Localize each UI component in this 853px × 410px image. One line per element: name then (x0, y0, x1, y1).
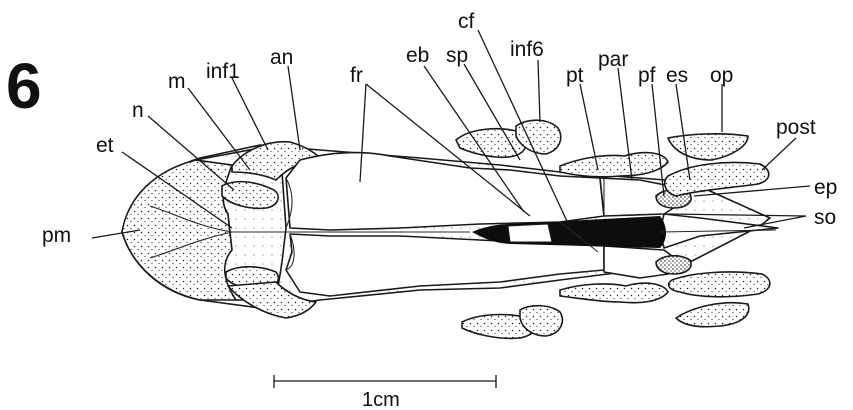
opercle-lower (676, 303, 749, 327)
label-sp: sp (446, 44, 468, 67)
label-fr: fr (350, 64, 363, 87)
label-et: et (96, 134, 114, 157)
label-an: an (270, 46, 293, 69)
label-pf: pf (638, 64, 656, 87)
label-n: n (132, 99, 144, 122)
skull (122, 120, 778, 338)
label-so: so (814, 206, 836, 229)
label-ep: ep (814, 176, 837, 199)
opercle (668, 134, 748, 160)
pterotic-lower (560, 283, 668, 303)
label-inf6: inf6 (510, 38, 544, 61)
label-inf1: inf1 (206, 60, 240, 83)
epiotic-lower (656, 256, 691, 274)
label-par: par (598, 48, 628, 71)
scale-bar-label: 1cm (362, 389, 400, 410)
pterotic (560, 153, 668, 177)
label-post: post (776, 116, 816, 139)
posttemporal-lower (669, 272, 770, 297)
median-pale-window (508, 224, 552, 242)
label-pm: pm (42, 224, 71, 247)
label-eb: eb (406, 44, 429, 67)
label-pt: pt (566, 64, 584, 87)
scale-bar: 1cm (274, 375, 496, 410)
figure-number: 6 (6, 50, 42, 122)
frontal-left (286, 153, 604, 230)
label-cf: cf (458, 10, 475, 33)
label-m: m (168, 70, 186, 93)
label-op: op (710, 64, 733, 87)
label-es: es (666, 64, 688, 87)
